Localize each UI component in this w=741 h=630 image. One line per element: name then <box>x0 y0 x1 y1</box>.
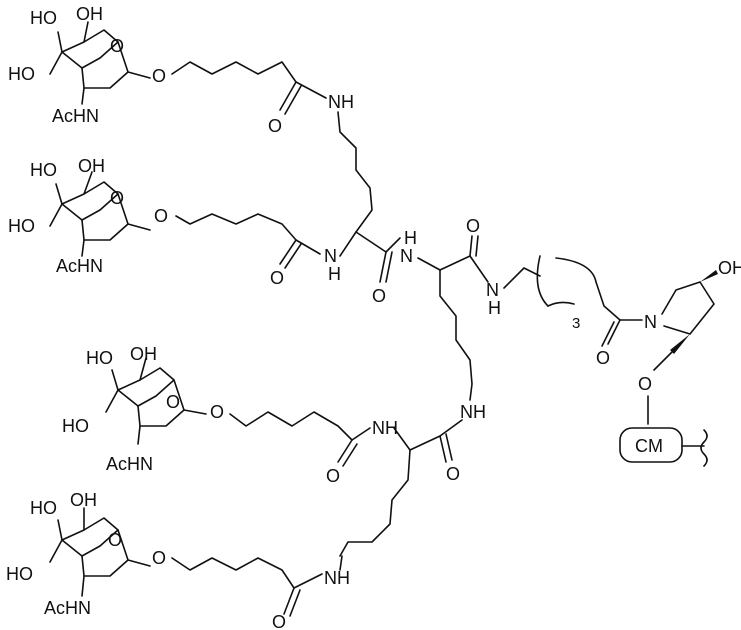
linker-chain-3 <box>230 412 352 440</box>
linker-chain-4 <box>172 558 294 588</box>
hydroxyl-label: HO <box>86 348 113 368</box>
repeat-count-label: 3 <box>572 315 580 332</box>
hydroxyl-label: OH <box>78 156 105 176</box>
pyrrolidine-n-label: N <box>644 312 657 332</box>
carbonyl-oxygen-label: O <box>372 286 386 306</box>
glycosidic-oxygen-label: O <box>152 66 166 86</box>
amide-h-label: H <box>404 228 417 248</box>
hydroxyl-label: HO <box>30 498 57 518</box>
carbonyl-oxygen-label: O <box>446 464 460 484</box>
carbonyl-oxygen-label: O <box>466 216 480 236</box>
carbonyl-oxygen-label: O <box>326 466 340 486</box>
amide-nh-label: NH <box>460 402 486 422</box>
carbonyl-oxygen-label: O <box>272 612 286 630</box>
amide-h-label: H <box>328 264 341 284</box>
carbonyl-oxygen-label: O <box>270 268 284 288</box>
glycosidic-oxygen-label: O <box>152 548 166 568</box>
hydroxyl-label: OH <box>70 490 97 510</box>
hydroxyl-label: HO <box>62 416 89 436</box>
linker-chain-1 <box>172 62 296 82</box>
carbonyl-oxygen-label: O <box>268 116 282 136</box>
hydroxyl-label: OH <box>718 258 741 278</box>
sugar-unit-4: HO OH HO O AcHN O <box>6 490 166 618</box>
sugar-unit-2: HO OH HO O AcHN O <box>8 156 168 276</box>
ring-oxygen-label: O <box>110 188 124 208</box>
cm-support[interactable]: CM <box>620 428 707 466</box>
hydroxyprolinol-ring: OH O <box>638 258 741 424</box>
acetamido-label: AcHN <box>44 598 91 618</box>
sugar-unit-1: HO OH HO O AcHN O <box>8 4 166 126</box>
hydroxyl-label: HO <box>30 160 57 180</box>
acetamido-label: AcHN <box>52 106 99 126</box>
hydroxyl-label: HO <box>8 64 35 84</box>
acetamido-label: AcHN <box>56 256 103 276</box>
hydroxyl-label: OH <box>76 4 103 24</box>
sugar-unit-3: HO OH HO O AcHN O <box>62 344 224 474</box>
acetamido-label: AcHN <box>106 454 153 474</box>
hydroxyl-label: OH <box>130 344 157 364</box>
hydroxyl-label: HO <box>30 8 57 28</box>
amide-n-label: N <box>400 246 413 266</box>
hydroxyl-label: HO <box>6 564 33 584</box>
hydroxyl-label: HO <box>8 216 35 236</box>
linker-chain-2 <box>176 214 296 240</box>
glycosidic-oxygen-label: O <box>154 206 168 226</box>
ring-oxygen-label: O <box>110 36 124 56</box>
ring-oxygen-label: O <box>108 530 122 550</box>
ring-oxygen-label: O <box>166 392 180 412</box>
support-label: CM <box>635 436 663 456</box>
ether-oxygen-label: O <box>638 374 652 394</box>
glycosidic-oxygen-label: O <box>210 402 224 422</box>
amide-nh-label: NH <box>324 568 350 588</box>
amide-h-label: H <box>488 298 501 318</box>
carbonyl-oxygen-label: O <box>596 348 610 368</box>
amide-nh-label: NH <box>328 92 354 112</box>
amide-n-label: N <box>324 246 337 266</box>
amide-nh-label: N <box>486 280 499 300</box>
